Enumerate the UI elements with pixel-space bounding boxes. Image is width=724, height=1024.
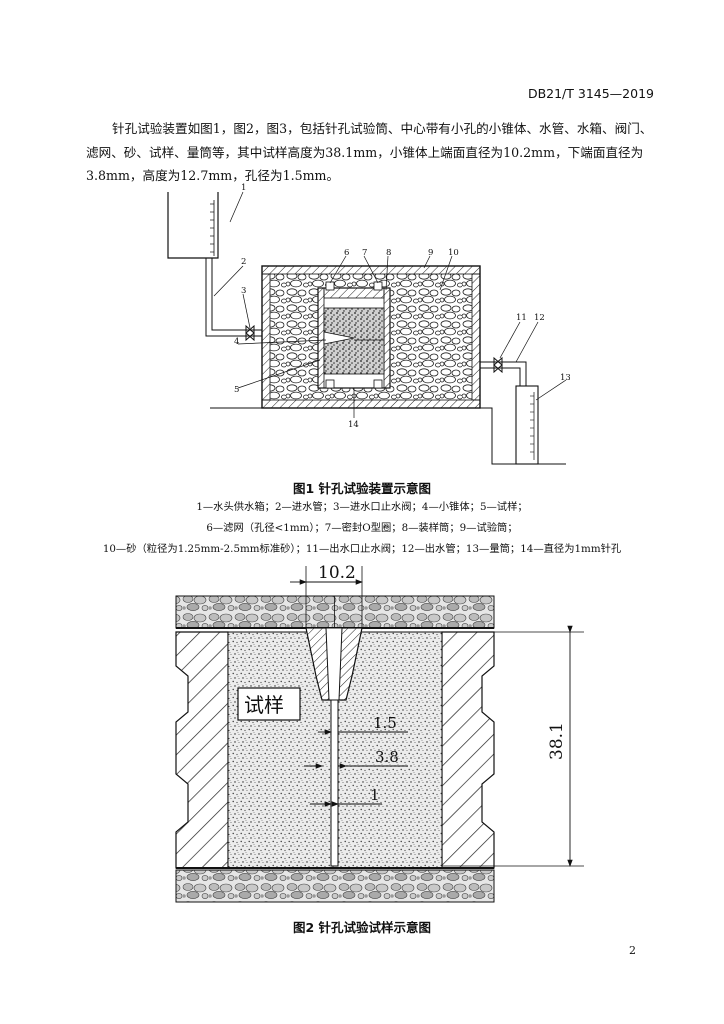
water-supply-tank — [167, 192, 219, 259]
callout-2: 2 — [241, 257, 246, 267]
dim-bottom-diameter: 3.8 — [304, 748, 408, 769]
sample-holder — [317, 281, 391, 389]
left-wall — [175, 631, 229, 869]
callout-11: 11 — [516, 313, 527, 323]
inlet-pipe — [205, 258, 262, 337]
callout-14: 14 — [348, 420, 359, 430]
callout-4: 4 — [234, 337, 239, 347]
dim-value-1: 1 — [370, 786, 380, 804]
callout-8: 8 — [386, 248, 391, 258]
legend-line: 1—水头供水箱；2—进水管；3—进水口止水阀；4—小锥体；5—试样； — [196, 501, 528, 513]
callout-3: 3 — [241, 286, 246, 296]
page-number: 2 — [629, 944, 636, 957]
figure-1-caption: 图1 针孔试验装置示意图 — [292, 481, 432, 496]
dim-value-10-2: 10.2 — [318, 563, 356, 583]
callout-5: 5 — [234, 385, 239, 395]
right-wall — [441, 631, 495, 869]
bottom-gravel-layer — [175, 869, 495, 903]
figure-2-sample-diagram: 10.2 试样 1.5 3.8 1 38.1 — [175, 563, 584, 903]
callout-1: 1 — [241, 183, 246, 193]
sample-label: 试样 — [237, 687, 301, 721]
outlet-valve-icon — [493, 356, 503, 374]
figure-1-legend: 1—水头供水箱；2—进水管；3—进水口止水阀；4—小锥体；5—试样； 6—滤网（… — [0, 497, 724, 560]
paragraph-text: 针孔试验装置如图1，图2，图3，包括针孔试验筒、中心带有小孔的小锥体、水管、水箱… — [86, 121, 653, 183]
dim-hole-diameter: 1.5 — [318, 714, 408, 735]
callout-10: 10 — [448, 248, 459, 258]
callout-7: 7 — [362, 248, 367, 258]
figure-2-caption: 图2 针孔试验试样示意图 — [292, 920, 432, 935]
inlet-valve-icon — [245, 324, 255, 342]
outlet-pipe — [480, 361, 527, 386]
pinhole — [330, 699, 339, 867]
dim-value-38-1: 38.1 — [547, 722, 567, 760]
dim-top-diameter: 10.2 — [290, 563, 363, 628]
callout-13: 13 — [560, 373, 570, 383]
top-gravel-layer — [175, 595, 495, 629]
measuring-cylinder — [515, 385, 539, 465]
callout-9: 9 — [428, 248, 433, 258]
standard-code: DB21/T 3145—2019 — [527, 86, 654, 101]
dim-value-3-8: 3.8 — [375, 748, 399, 766]
dim-pin-diameter: 1 — [310, 786, 382, 807]
legend-line: 10—砂（粒径为1.25mm-2.5mm标准砂）；11—出水口止水阀；12—出水… — [102, 543, 622, 555]
legend-line: 6—滤网（孔径<1mm）；7—密封O型圈；8—装样筒；9—试验筒； — [206, 522, 518, 534]
callout-12: 12 — [534, 313, 545, 323]
figure-1-apparatus-diagram: 1 2 3 4 5 6 7 8 9 10 11 12 13 14 — [167, 183, 570, 465]
callout-6: 6 — [344, 248, 349, 258]
dim-value-1-5: 1.5 — [373, 714, 397, 732]
sample-label-text: 试样 — [244, 693, 284, 717]
body-paragraph: 针孔试验装置如图1，图2，图3，包括针孔试验筒、中心带有小孔的小锥体、水管、水箱… — [86, 117, 660, 188]
dim-sample-height: 38.1 — [442, 625, 584, 867]
small-cone — [305, 627, 363, 701]
